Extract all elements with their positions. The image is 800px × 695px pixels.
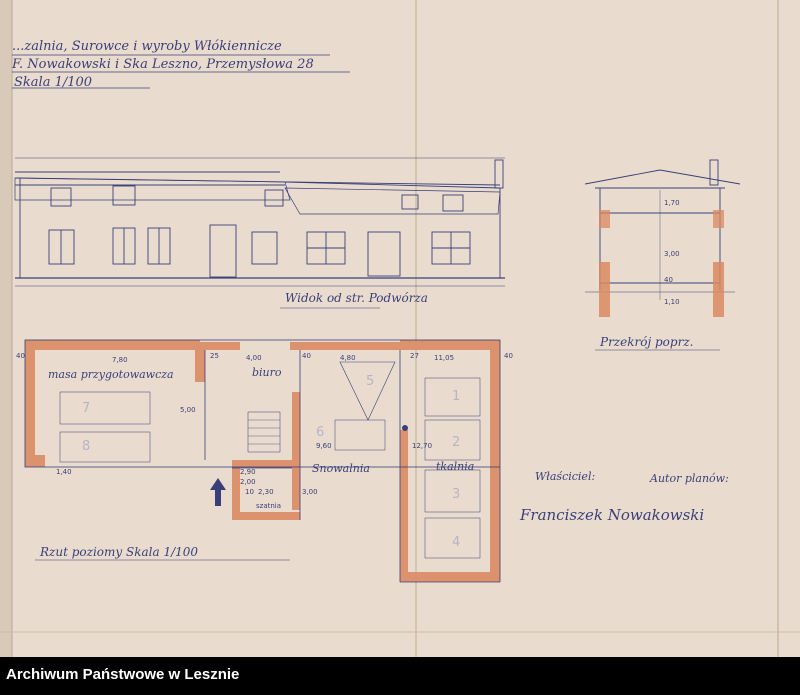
dim: 2,00 (240, 478, 256, 486)
archive-footer: Archiwum Państwowe w Lesznie (0, 657, 800, 695)
room-number: 4 (452, 535, 460, 550)
dim: 40 (302, 352, 311, 360)
elevation-label: Widok od str. Podwórza (285, 291, 428, 305)
dim: 2,30 (258, 488, 274, 496)
drawing-sheet: ...zalnia, Surowce i wyroby Włókiennicze… (0, 0, 800, 657)
owner-signature: Franciszek Nowakowski (519, 506, 704, 524)
room-number: 7 (82, 401, 90, 416)
room-number: 1 (452, 389, 460, 404)
dim: 10 (245, 488, 254, 496)
room-number: 6 (316, 425, 324, 440)
dim: 40 (504, 352, 513, 360)
author-label: Autor planów: (649, 472, 729, 485)
dim: 4,80 (340, 354, 356, 362)
floor-plan (24, 339, 501, 583)
section-label: Przekrój poprz. (599, 335, 693, 349)
header-line2: F. Nowakowski i Ska Leszno, Przemysłowa … (11, 57, 314, 72)
section-dim-40: 40 (664, 276, 673, 284)
header-scale: Skala 1/100 (14, 75, 92, 90)
dim: 7,80 (112, 356, 128, 364)
dim: 40 (16, 352, 25, 360)
room-label-szatnia: szatnia (256, 502, 281, 510)
dim: 3,00 (302, 488, 318, 496)
plan-label: Rzut poziomy Skala 1/100 (39, 545, 198, 559)
room-label-masa: masa przygotowawcza (48, 368, 174, 381)
room-number: 8 (82, 439, 90, 454)
dim: 4,00 (246, 354, 262, 362)
dim: 2,90 (240, 468, 256, 476)
dim: 27 (410, 352, 419, 360)
archive-name: Archiwum Państwowe w Lesznie (6, 666, 240, 683)
architectural-drawing: ...zalnia, Surowce i wyroby Włókiennicze… (0, 0, 800, 657)
header-line1: ...zalnia, Surowce i wyroby Włókiennicze (12, 39, 282, 54)
section-wall-left (599, 262, 610, 317)
dim: 9,60 (316, 442, 332, 450)
dim: 5,00 (180, 406, 196, 414)
section-dim-300: 3,00 (664, 250, 680, 258)
section-dim-110: 1,10 (664, 298, 680, 306)
room-number: 3 (452, 487, 460, 502)
dim: 12,70 (412, 442, 432, 450)
room-label-tkalnia: tkalnia (436, 460, 474, 473)
owner-label: Właściciel: (535, 470, 595, 483)
section-drawing (584, 159, 741, 300)
dim: 25 (210, 352, 219, 360)
dim: 1,40 (56, 468, 72, 476)
room-number: 5 (366, 374, 374, 389)
room-number: 2 (452, 435, 460, 450)
section-dim-170: 1,70 (664, 199, 680, 207)
room-label-snowalnia: Snowalnia (312, 462, 370, 475)
section-wall-right (713, 262, 724, 317)
dim: 11,05 (434, 354, 454, 362)
elevation-drawing (14, 157, 505, 287)
room-label-biuro: biuro (252, 366, 282, 379)
